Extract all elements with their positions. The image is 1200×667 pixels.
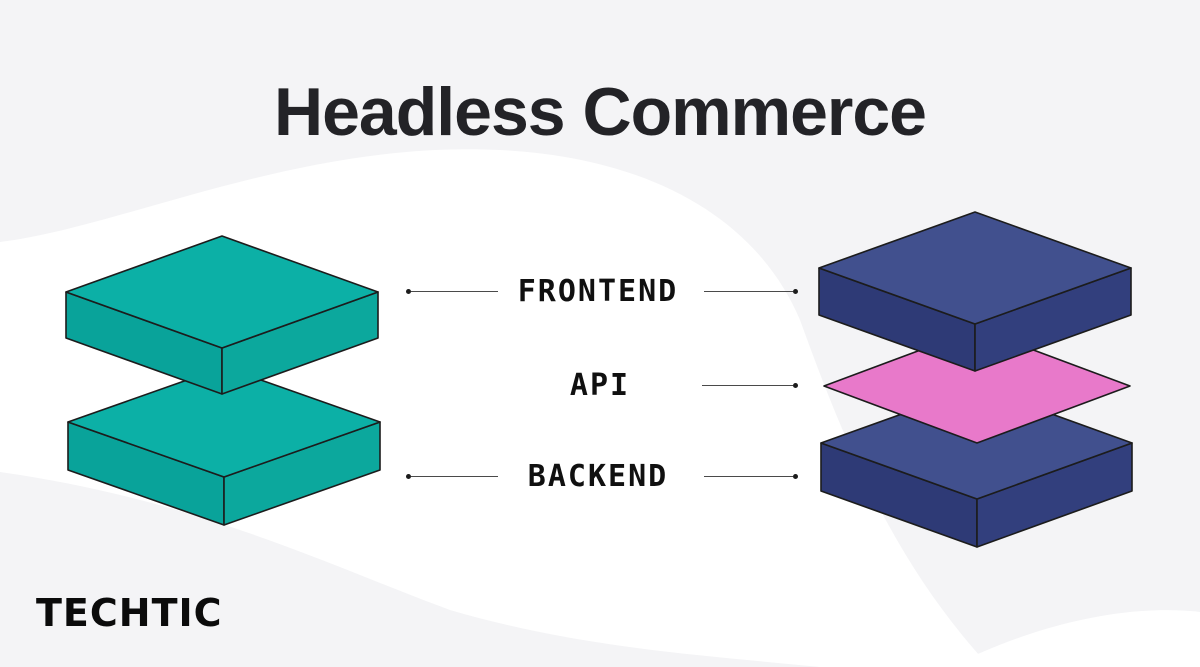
monolith-upper-top-face (65, 235, 379, 349)
headless-stack (818, 211, 1133, 548)
gray-wave-bottom-left (0, 472, 820, 667)
white-wave-bottom-right (950, 610, 1200, 667)
headless-api-layer (823, 328, 1131, 444)
connector-line (704, 475, 793, 478)
connector-dot (793, 383, 798, 388)
monolith-lower-top-face (67, 366, 381, 478)
connector-dot (406, 289, 411, 294)
frontend-right-connector (704, 288, 798, 295)
backend-right-connector (704, 473, 798, 480)
connector-dot (793, 289, 798, 294)
connector-line (411, 290, 498, 293)
frontend-label: FRONTEND (517, 274, 679, 309)
backend-left-connector (406, 473, 498, 480)
connector-line (702, 384, 793, 387)
headless-frontend-top-face (818, 211, 1132, 325)
techtic-logo: TECHTIC (36, 591, 223, 635)
connector-dot (406, 474, 411, 479)
connector-dot (793, 474, 798, 479)
connector-line (704, 290, 793, 293)
api-right-connector (702, 382, 798, 389)
backend-label: BACKEND (527, 459, 669, 494)
monolith-stack (65, 235, 381, 526)
page-title: Headless Commerce (273, 74, 927, 150)
connector-line (411, 475, 498, 478)
api-label: API (569, 368, 631, 403)
frontend-left-connector (406, 288, 498, 295)
